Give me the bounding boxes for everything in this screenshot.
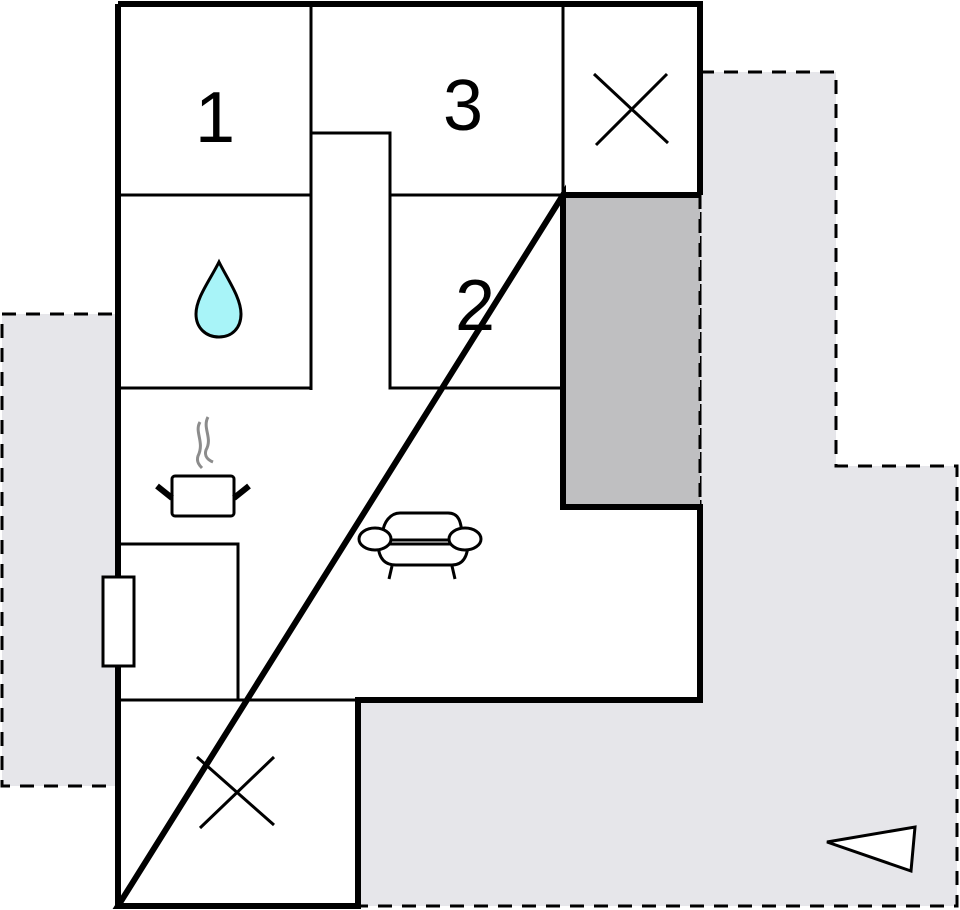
interior: [118, 4, 700, 906]
sofa-icon: [357, 511, 483, 580]
water-drop-icon: [194, 258, 243, 339]
x-mark-icon: [196, 755, 276, 830]
room-label-3: 3: [443, 66, 483, 146]
cooking-pot-icon: [155, 416, 251, 518]
x-mark-icon: [592, 72, 670, 147]
direction-triangle-icon: [826, 825, 917, 874]
storage: [563, 195, 700, 507]
exterior-walls: [112, 1, 703, 909]
terrace-left: [0, 312, 120, 788]
interior-walls: [118, 4, 565, 702]
room-label-2: 2: [455, 266, 495, 346]
room-label-1: 1: [195, 78, 235, 158]
door-icon: [101, 575, 136, 668]
